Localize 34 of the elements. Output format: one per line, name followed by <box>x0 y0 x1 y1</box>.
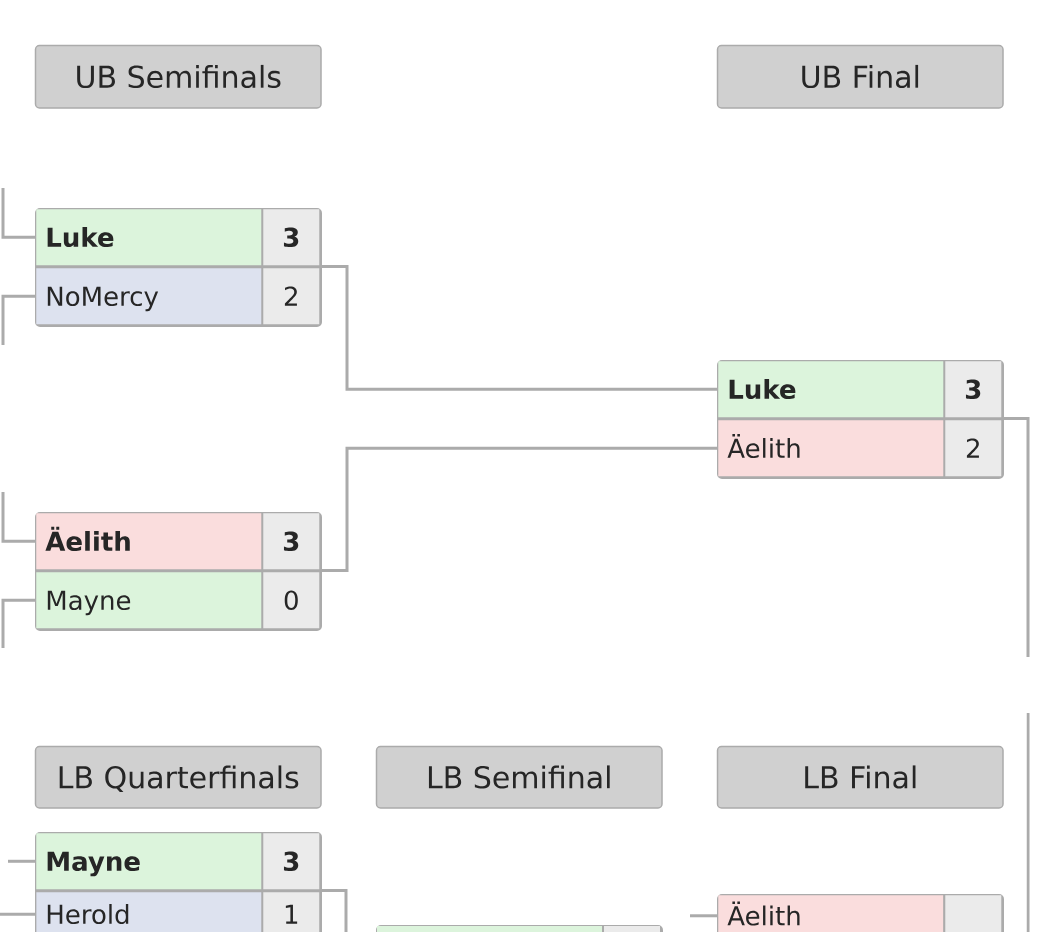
player-cell: NoMercy <box>36 268 262 325</box>
round-header: UB Semifinals <box>34 44 322 109</box>
score-cell: 3 <box>263 833 320 890</box>
player-cell: Äelith <box>718 420 944 477</box>
score-cell: 1 <box>263 892 320 932</box>
score-cell: 2 <box>263 268 320 325</box>
connector-line <box>8 859 36 863</box>
connector-line <box>1 492 36 543</box>
score-cell: 2 <box>945 420 1002 477</box>
connector-line <box>1 598 36 648</box>
score-cell: 3 <box>263 513 320 570</box>
round-header: LB Quarterfinals <box>34 745 322 809</box>
player-cell: Mayne <box>36 572 262 629</box>
connector-line <box>322 889 348 932</box>
connector-line <box>322 265 718 391</box>
player-cell: Mayne <box>36 833 262 890</box>
connector-line <box>1004 417 1030 657</box>
connector-line <box>322 446 718 572</box>
match-box <box>376 925 663 932</box>
connector-line <box>0 912 36 916</box>
round-header: UB Final <box>716 44 1004 109</box>
round-header: LB Semifinal <box>375 745 663 809</box>
round-header: LB Final <box>716 745 1004 809</box>
connector-line <box>1 188 36 239</box>
player-cell: Luke <box>718 361 944 418</box>
player-cell: Luke <box>36 209 262 266</box>
score-cell: 3 <box>263 209 320 266</box>
connector-line <box>1 294 36 345</box>
score-cell: 0 <box>263 572 320 629</box>
player-cell: Äelith <box>718 895 944 932</box>
connector-line <box>690 914 718 918</box>
player-cell: Äelith <box>36 513 262 570</box>
player-cell: Herold <box>36 892 262 932</box>
score-cell: 3 <box>945 361 1002 418</box>
